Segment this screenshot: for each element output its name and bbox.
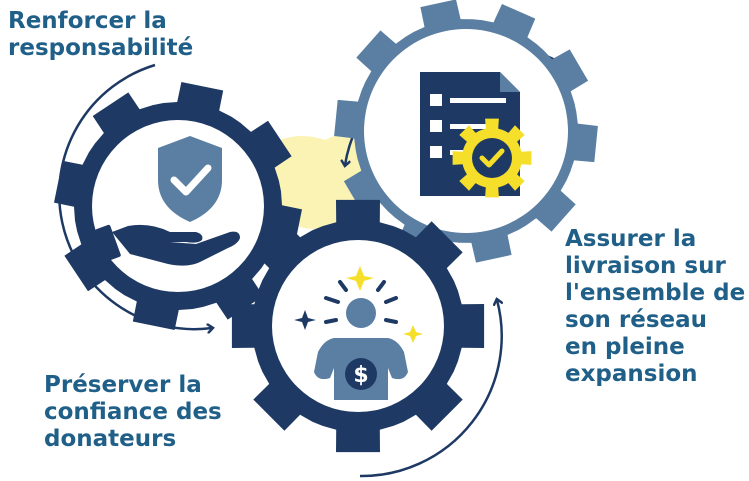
label-donor-trust: Préserver la confiance des donateurs bbox=[44, 372, 222, 452]
svg-text:$: $ bbox=[353, 363, 368, 388]
arrow-bottom-circle bbox=[359, 300, 502, 478]
person-dollar-icon: $ bbox=[314, 298, 408, 400]
label-accountability: Renforcer la responsabilité bbox=[8, 8, 194, 61]
sparkle-icons bbox=[294, 266, 423, 343]
idea-rays bbox=[324, 280, 398, 324]
hand-icon bbox=[95, 224, 240, 266]
label-delivery: Assurer la livraison sur l'ensemble de s… bbox=[565, 226, 746, 387]
shield-check-icon bbox=[158, 136, 222, 222]
check-gear-icon bbox=[452, 118, 532, 198]
